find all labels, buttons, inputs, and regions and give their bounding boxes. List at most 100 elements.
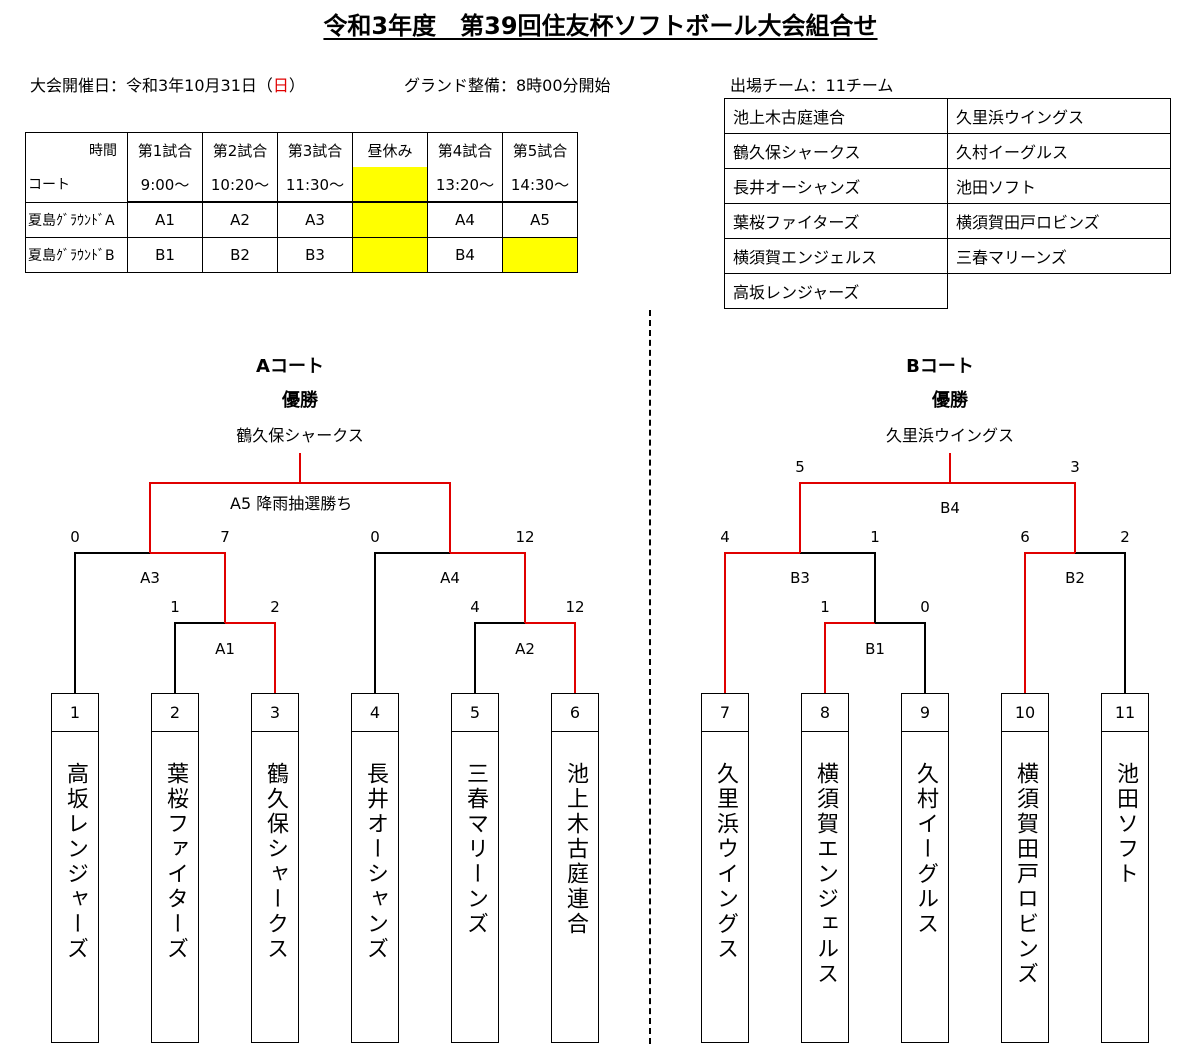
court-a-winner-label: 優勝 (282, 390, 318, 411)
col-game5: 第5試合 (502, 132, 578, 167)
bracket-line-b2-left (1024, 552, 1075, 693)
bracket-line-a3-right (150, 552, 226, 623)
team-name: 久村イーグルス (913, 762, 938, 937)
team-cell: 久村イーグルス (947, 133, 1171, 169)
court-a-winner: 鶴久保シャークス (236, 426, 364, 445)
col-game2: 第2試合 (202, 132, 278, 167)
game-cell: B1 (127, 237, 203, 273)
slot-number: 6 (552, 694, 598, 732)
time-game2: 10:20～ (202, 167, 278, 203)
court-b-row-label: 夏島ｸﾞﾗｳﾝﾄﾞB (25, 237, 128, 273)
header-time: 時間 (25, 132, 128, 167)
col-game4: 第4試合 (427, 132, 503, 167)
bracket-line-b1-right (875, 622, 926, 693)
game-cell: B4 (427, 237, 503, 273)
team-name: 横須賀エンジェルス (813, 762, 838, 987)
team-name: 三春マリーンズ (463, 762, 488, 937)
team-cell: 池上木古庭連合 (724, 98, 948, 134)
team-name: 高坂レンジャーズ (63, 762, 88, 962)
team-cell: 横須賀田戸ロビンズ (947, 203, 1171, 239)
bracket-line-b4-right (950, 482, 1076, 553)
bracket-line-a1-right (225, 622, 276, 693)
score: 4 (720, 528, 730, 546)
score: 1 (820, 598, 830, 616)
bracket-line-b1-left (824, 622, 875, 693)
game-label-a3: A3 (140, 569, 160, 587)
time-game1: 9:00～ (127, 167, 203, 203)
team-slot: 3 鶴久保シャークス (251, 693, 299, 1043)
team-name: 長井オーシャンズ (363, 762, 388, 962)
bracket-line-b3-left (724, 552, 800, 693)
page-title: 令和3年度 第39回住友杯ソフトボール大会組合せ (323, 12, 878, 40)
col-lunch: 昼休み (352, 132, 428, 167)
time-game5: 14:30～ (502, 167, 578, 203)
team-slot: 5 三春マリーンズ (451, 693, 499, 1043)
slot-number: 4 (352, 694, 398, 732)
team-cell: 池田ソフト (947, 168, 1171, 204)
bracket-line-a2-left (474, 622, 525, 693)
team-slot: 1 高坂レンジャーズ (51, 693, 99, 1043)
team-name: 鶴久保シャークス (263, 762, 288, 962)
game-cell: B3 (277, 237, 353, 273)
slot-number: 2 (152, 694, 198, 732)
slot-number: 3 (252, 694, 298, 732)
court-b-winner: 久里浜ウイングス (885, 426, 1014, 445)
game-label-b2: B2 (1065, 569, 1085, 587)
teams-count: 出場チーム：11チーム (730, 76, 894, 95)
slot-number: 10 (1002, 694, 1048, 732)
game-cell: A5 (502, 201, 578, 238)
team-slot: 11 池田ソフト (1101, 693, 1149, 1043)
bracket-line-a2-right (525, 622, 576, 693)
team-name: 久里浜ウイングス (713, 762, 738, 962)
time-lunch (352, 167, 428, 203)
teams-table: 池上木古庭連合久里浜ウイングス 鶴久保シャークス久村イーグルス 長井オーシャンズ… (724, 98, 1171, 309)
slot-number: 9 (902, 694, 948, 732)
bracket-line-b4-left (799, 453, 951, 553)
court-a-row-label: 夏島ｸﾞﾗｳﾝﾄﾞA (25, 201, 128, 238)
slot-number: 1 (52, 694, 98, 732)
team-name: 池田ソフト (1113, 762, 1138, 887)
score: 12 (515, 528, 535, 546)
game-label-b1: B1 (865, 640, 885, 658)
bracket-line-b2-right (1075, 552, 1126, 693)
score: 3 (1070, 458, 1080, 476)
lunch-cell (352, 237, 428, 273)
bracket-line-a1-left (174, 622, 225, 693)
game-label-b4: B4 (940, 499, 960, 517)
court-a-title: Aコート (256, 356, 324, 377)
header-court: コート (25, 167, 128, 202)
bracket-line-a3-left (74, 552, 150, 693)
court-b-winner-label: 優勝 (932, 390, 968, 411)
team-slot: 4 長井オーシャンズ (351, 693, 399, 1043)
time-game4: 13:20～ (427, 167, 503, 203)
schedule-table: 時間 第1試合 第2試合 第3試合 昼休み 第4試合 第5試合 コート 9:00… (25, 132, 578, 273)
time-game3: 11:30～ (277, 167, 353, 203)
bracket-line-a5-right (300, 482, 451, 553)
event-date: 大会開催日：令和3年10月31日（日） (30, 76, 305, 95)
team-name: 葉桜ファイターズ (163, 762, 188, 962)
court-a-note: A5 降雨抽選勝ち (230, 494, 353, 513)
score: 5 (795, 458, 805, 476)
game-label-a1: A1 (215, 640, 235, 658)
court-divider (649, 310, 651, 1044)
score: 4 (470, 598, 480, 616)
ground-maintenance: グランド整備：8時00分開始 (404, 76, 611, 95)
score: 2 (270, 598, 280, 616)
slot-number: 11 (1102, 694, 1148, 732)
team-cell: 三春マリーンズ (947, 238, 1171, 274)
score: 0 (70, 528, 80, 546)
bracket-line-a4-left (374, 552, 450, 693)
bracket-line-a5-left (149, 453, 301, 553)
team-cell: 高坂レンジャーズ (724, 273, 948, 309)
game-cell: B2 (202, 237, 278, 273)
score: 1 (170, 598, 180, 616)
score: 2 (1120, 528, 1130, 546)
game-label-a2: A2 (515, 640, 535, 658)
game-label-b3: B3 (790, 569, 810, 587)
team-cell: 葉桜ファイターズ (724, 203, 948, 239)
slot-number: 5 (452, 694, 498, 732)
